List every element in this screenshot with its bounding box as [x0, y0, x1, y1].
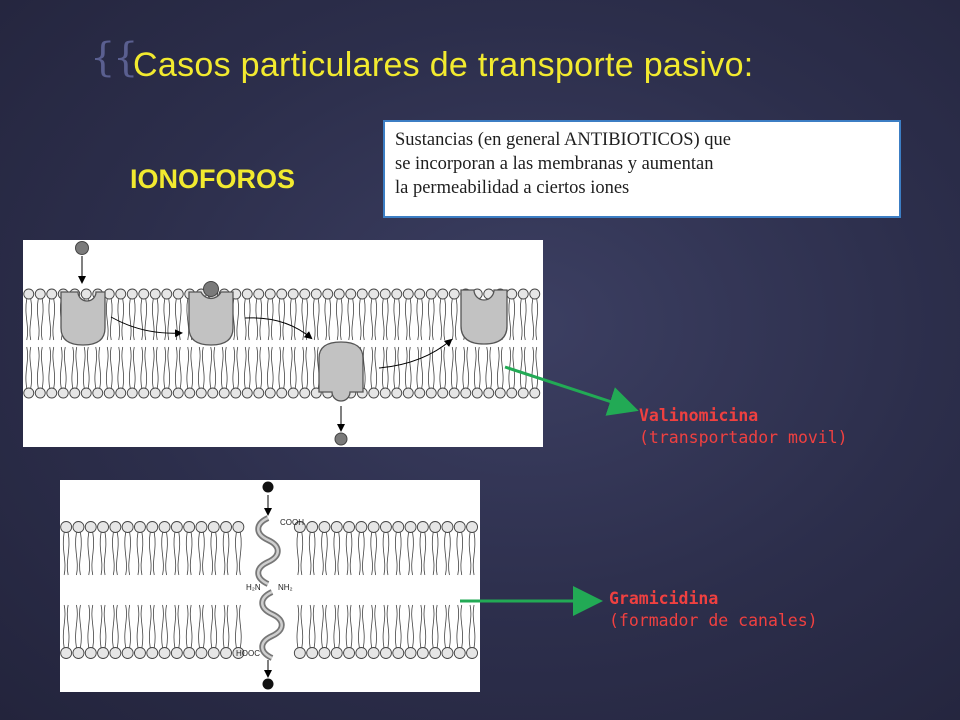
definition-box: Sustancias (en general ANTIBIOTICOS) que…: [383, 120, 901, 218]
cooh-label: COOH: [280, 518, 304, 527]
decorative-brace-left: {: [90, 35, 116, 81]
valinomicina-diagram: [23, 240, 543, 447]
carrier-molecule: [188, 291, 234, 346]
lipid-bilayer: [60, 521, 478, 659]
carrier-molecule: [318, 341, 364, 402]
ion-path: [75, 241, 453, 446]
ion: [75, 241, 89, 255]
decorative-brace-right: {: [113, 35, 139, 81]
ion: [262, 678, 274, 690]
ion: [262, 481, 274, 493]
carrier-molecule: [60, 291, 106, 346]
h2n-label: H₂N: [246, 583, 261, 592]
gramicidina-description: (formador de canales): [609, 611, 818, 630]
valinomicina-membrane-illustration: [23, 241, 541, 446]
section-heading: IONOFOROS: [130, 164, 296, 194]
valinomicina-name: Valinomicina: [639, 406, 759, 425]
carrier-molecules: [60, 281, 508, 402]
gramicidina-label: Gramicidina (formador de canales): [609, 588, 818, 632]
definition-line: la permeabilidad a ciertos iones: [395, 178, 630, 198]
gramicidina-membrane-illustration: COOH H₂N NH₂ HOOC: [60, 481, 478, 690]
definition-line: se incorporan a las membranas y aumentan: [395, 154, 714, 174]
gramicidina-diagram: COOH H₂N NH₂ HOOC: [60, 480, 480, 692]
ion: [203, 281, 219, 297]
hooc-label: HOOC: [236, 649, 260, 658]
slide-title: Casos particulares de transporte pasivo:: [133, 46, 754, 84]
carrier-molecule: [460, 289, 508, 345]
nh2-label: NH₂: [278, 583, 293, 592]
definition-line: Sustancias (en general ANTIBIOTICOS) que: [395, 130, 731, 150]
gramicidin-channel: COOH H₂N NH₂ HOOC: [236, 515, 304, 661]
ion-path: [262, 481, 274, 690]
valinomicina-description: (transportador movil): [639, 428, 848, 447]
valinomicina-label: Valinomicina (transportador movil): [639, 405, 848, 449]
ion: [334, 432, 348, 446]
gramicidina-name: Gramicidina: [609, 589, 719, 608]
